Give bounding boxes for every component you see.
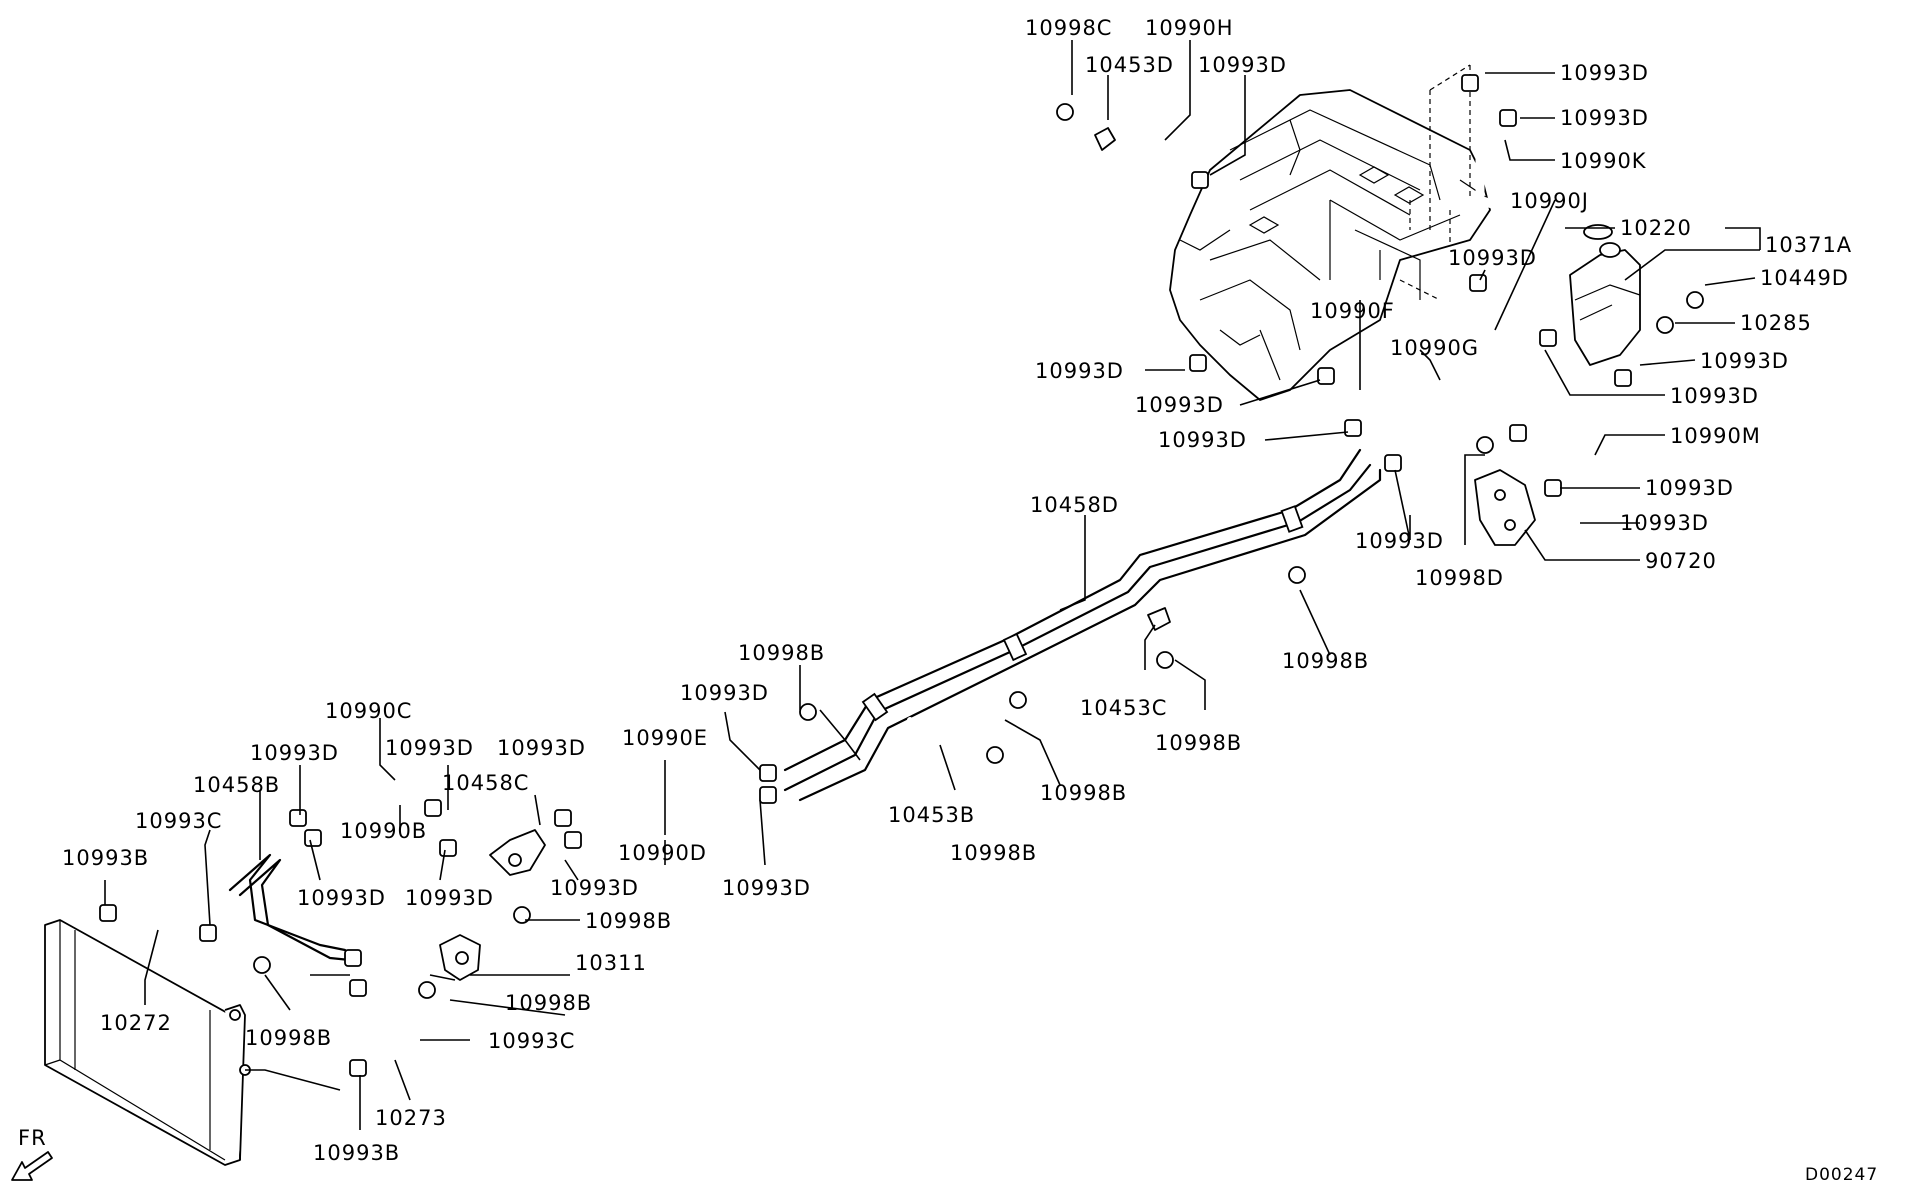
bracket-90720 [1474, 469, 1536, 546]
hose-10272 [133, 888, 197, 982]
callout-10993D: 10993D [1355, 529, 1444, 553]
callout-10993D: 10993D [297, 886, 386, 910]
callout-10990M: 10990M [1670, 424, 1761, 448]
callout-10990J: 10990J [1510, 189, 1589, 213]
callout-10998B: 10998B [1282, 649, 1369, 673]
pipe-10458D [783, 448, 1382, 802]
callout-10993D: 10993D [1448, 246, 1537, 270]
callout-10990D: 10990D [618, 841, 707, 865]
hose-10273 [378, 1013, 412, 1062]
callout-10998B: 10998B [1040, 781, 1127, 805]
clip-10453C [1147, 607, 1171, 631]
callout-10993D: 10993D [1035, 359, 1124, 383]
callout-10453C: 10453C [1080, 696, 1167, 720]
callout-10458B: 10458B [193, 773, 280, 797]
callout-10998B: 10998B [505, 991, 592, 1015]
callout-10993B: 10993B [62, 846, 149, 870]
callout-10449D: 10449D [1760, 266, 1849, 290]
callout-10993D: 10993D [722, 876, 811, 900]
callout-10458D: 10458D [1030, 493, 1119, 517]
radiator [44, 919, 251, 1166]
hose-10990J-10990G [1360, 325, 1550, 410]
callout-10458C: 10458C [442, 771, 529, 795]
pipe-10458B [228, 853, 352, 962]
callout-10993D: 10993D [680, 681, 769, 705]
callout-10993D: 10993D [1645, 476, 1734, 500]
callout-10990H: 10990H [1145, 16, 1234, 40]
callout-10993D: 10993D [1620, 511, 1709, 535]
front-arrow-icon [11, 1151, 53, 1181]
engine-block [1169, 64, 1491, 401]
diagram-id: D00247 [1805, 1165, 1878, 1185]
callout-10273: 10273 [375, 1106, 447, 1130]
callout-10998D: 10998D [1415, 566, 1504, 590]
joint-10458C [489, 829, 546, 876]
callout-10285: 10285 [1740, 311, 1812, 335]
callout-10993D: 10993D [1198, 53, 1287, 77]
callout-10993D: 10993D [497, 736, 586, 760]
callout-10993D: 10993D [1158, 428, 1247, 452]
callout-10993C: 10993C [488, 1029, 575, 1053]
callout-10993D: 10993D [385, 736, 474, 760]
thermostat-housing-10311 [439, 934, 481, 981]
callout-10990G: 10990G [1390, 336, 1479, 360]
hose-10990H [1113, 143, 1207, 377]
callout-10993D: 10993D [1135, 393, 1224, 417]
callout-10990K: 10990K [1560, 149, 1647, 173]
callout-10993D: 10993D [1700, 349, 1789, 373]
hose-10453B [907, 717, 963, 758]
front-direction-label: FR [18, 1126, 47, 1150]
leader-lines [104, 40, 1761, 1130]
callout-10993D: 10993D [1670, 384, 1759, 408]
coolant-reservoir-tank [1569, 224, 1641, 366]
callout-10993D: 10993D [1560, 106, 1649, 130]
callout-10998B: 10998B [1155, 731, 1242, 755]
callout-10993B: 10993B [313, 1141, 400, 1165]
callout-10993D: 10993D [550, 876, 639, 900]
clip-10453D [1094, 127, 1116, 151]
hose-10990K [1475, 115, 1505, 210]
callout-10998C: 10998C [1025, 16, 1112, 40]
callout-10998B: 10998B [738, 641, 825, 665]
callout-10990C: 10990C [325, 699, 412, 723]
callout-10998B: 10998B [245, 1026, 332, 1050]
callout-10990F: 10990F [1310, 299, 1395, 323]
callout-10220: 10220 [1620, 216, 1692, 240]
callout-10990E: 10990E [622, 726, 708, 750]
callout-10272: 10272 [100, 1011, 172, 1035]
callout-10993C: 10993C [135, 809, 222, 833]
front-direction-indicator: FR [11, 1126, 53, 1181]
callout-10998B: 10998B [585, 909, 672, 933]
callout-10990B: 10990B [340, 819, 427, 843]
callout-10311: 10311 [575, 951, 647, 975]
callout-10998B: 10998B [950, 841, 1037, 865]
clamp-icons [99, 74, 1632, 1077]
callout-labels: 10998C 10990H 10453D 10993D 10993D 10993… [62, 16, 1852, 1165]
callout-10453B: 10453B [888, 803, 975, 827]
hose-10990C-10990B [319, 789, 446, 831]
callout-10993D: 10993D [1560, 61, 1649, 85]
callout-10453D: 10453D [1085, 53, 1174, 77]
hose-10990F [1345, 390, 1425, 460]
callout-10993D: 10993D [250, 741, 339, 765]
hose-10990E [585, 770, 750, 830]
callout-10371A: 10371A [1765, 233, 1852, 257]
hose-10990M [1575, 415, 1630, 475]
callout-10993D: 10993D [405, 886, 494, 910]
callout-90720: 90720 [1645, 549, 1717, 573]
reservoir-cap-icon [1583, 224, 1613, 240]
bolt-icons [253, 103, 1704, 999]
